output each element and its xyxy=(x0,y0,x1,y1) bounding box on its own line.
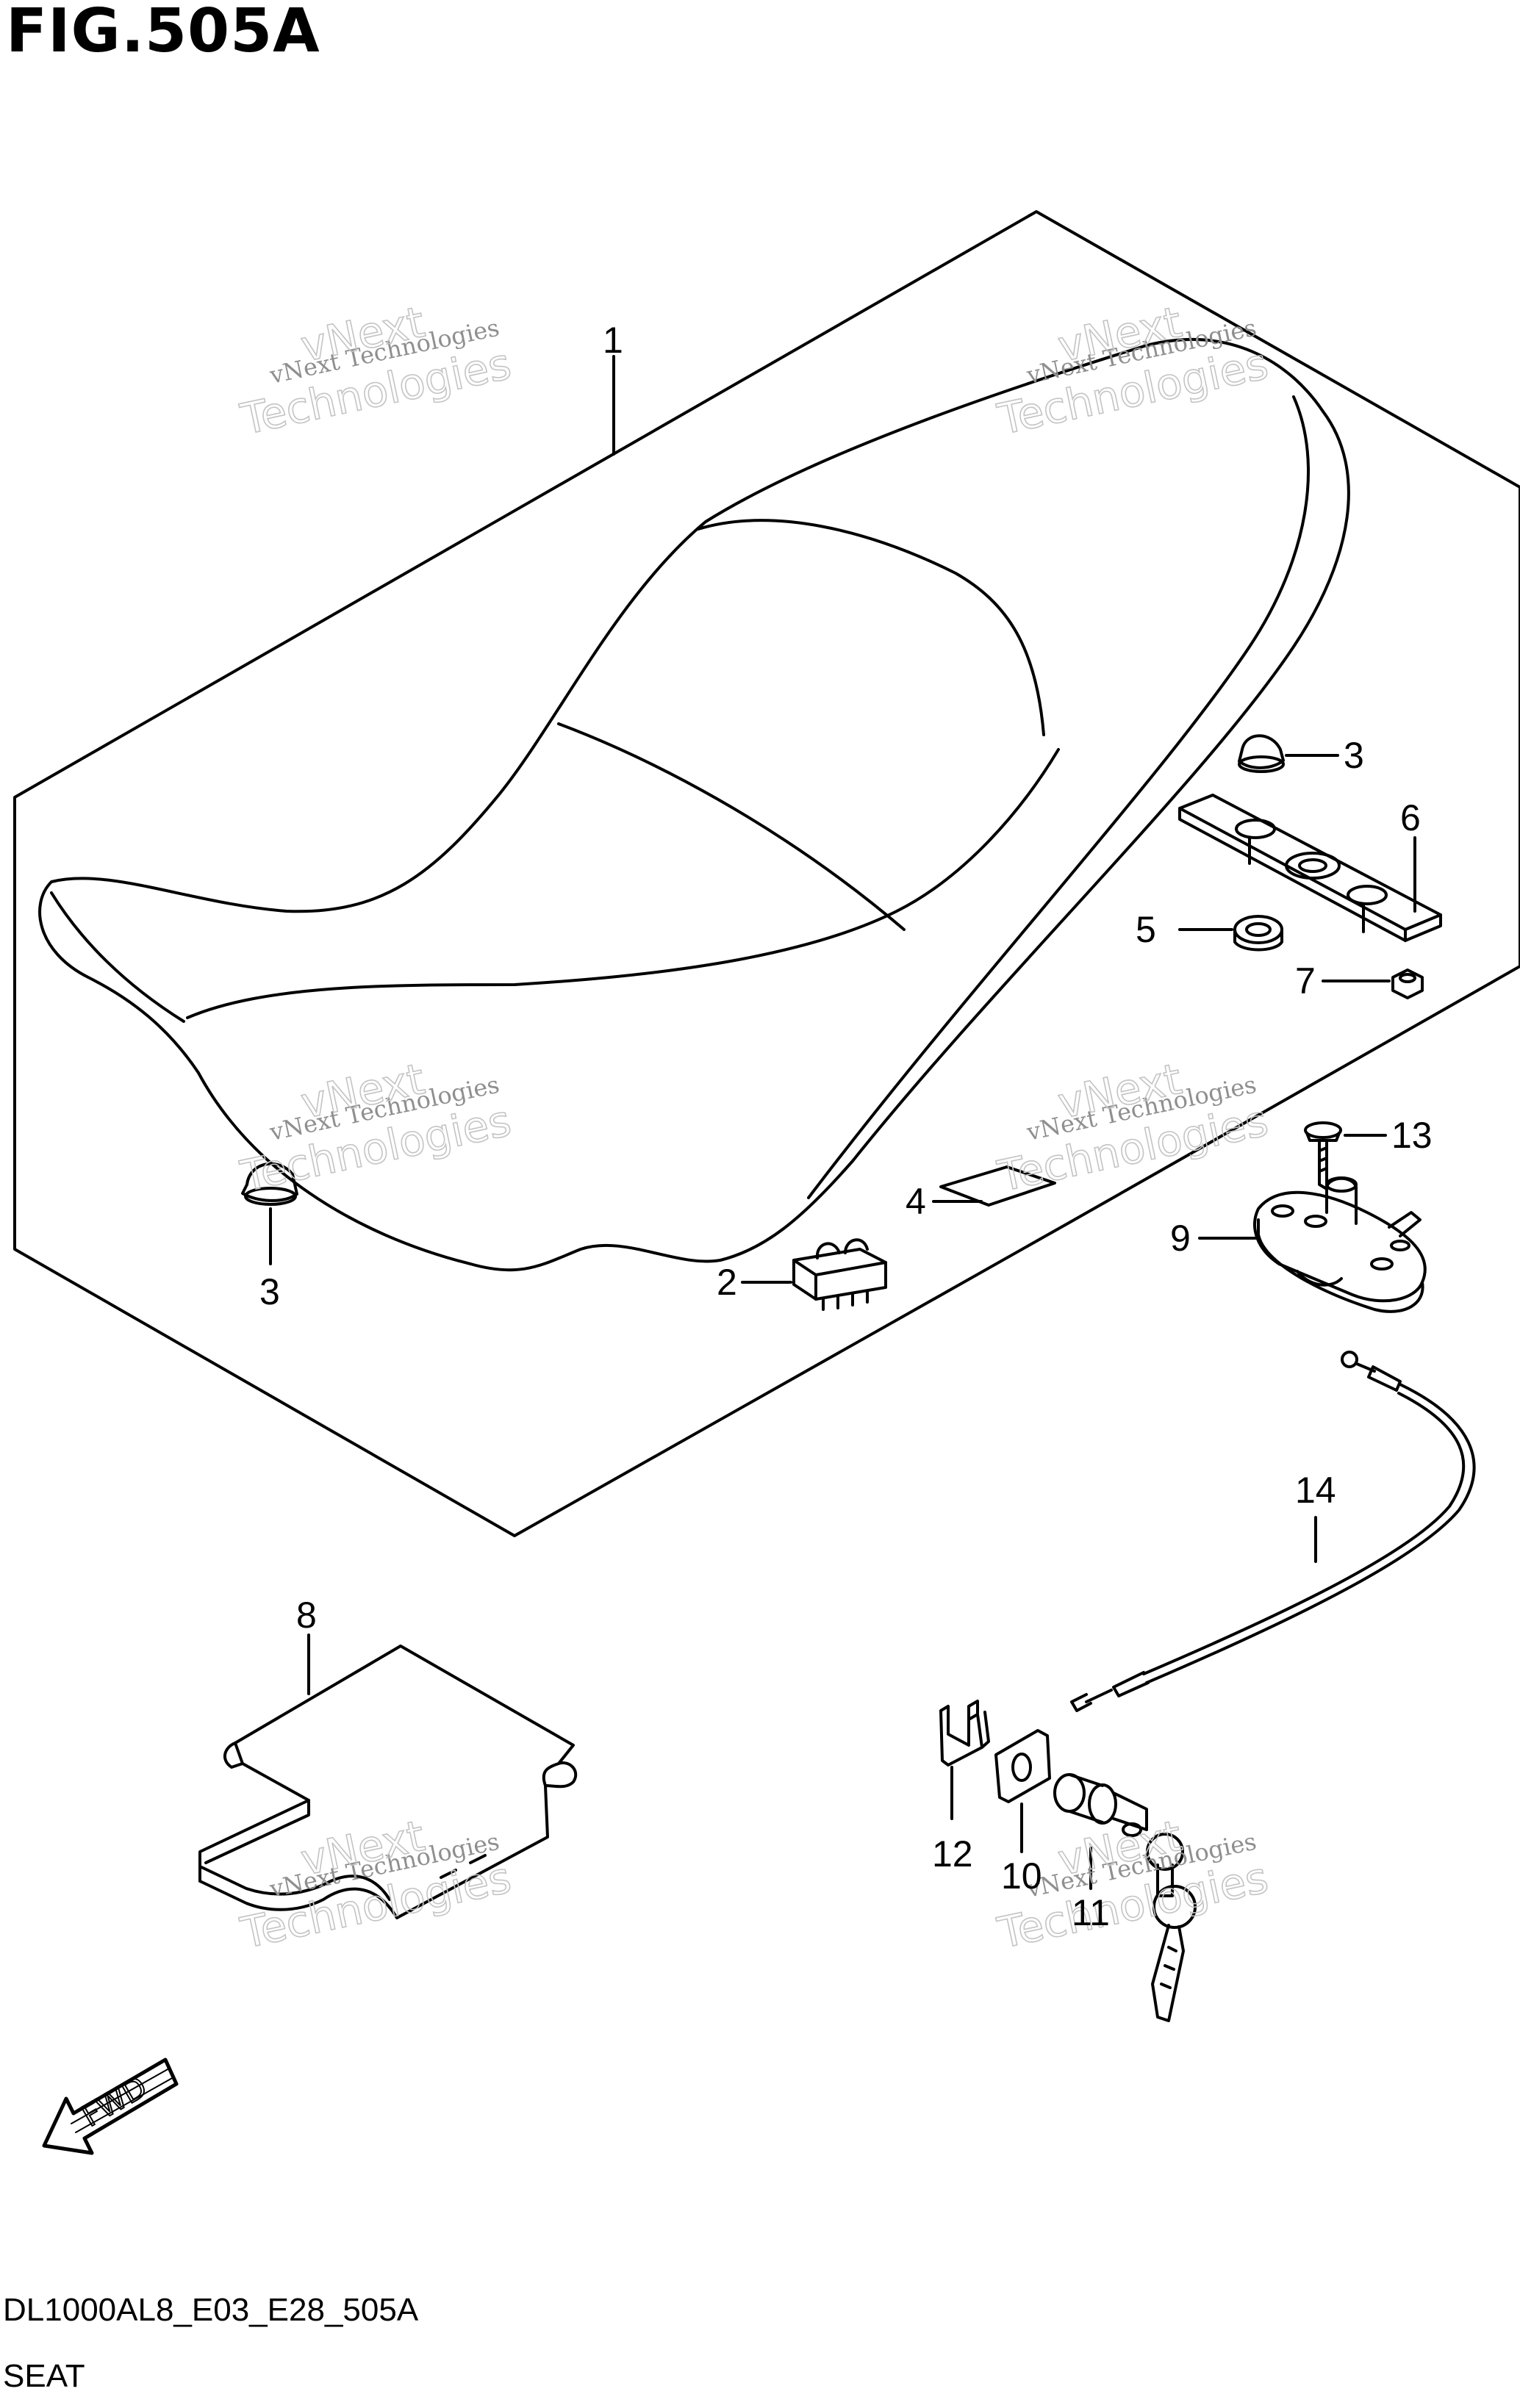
callout-1: 1 xyxy=(603,320,623,361)
callout-10: 10 xyxy=(1001,1855,1042,1897)
bracket-part-6 xyxy=(1178,794,1442,942)
tray-part-8 xyxy=(198,1645,578,1919)
callout-12: 12 xyxy=(932,1833,973,1875)
holder-part-12 xyxy=(939,1700,990,1767)
callout-3-left: 3 xyxy=(259,1271,280,1312)
figure-caption: SEAT xyxy=(3,2358,85,2394)
seat-part-1 xyxy=(38,338,1350,1272)
watermark-group: vNext Technologies Technologies vNext vN… xyxy=(236,296,1273,1959)
callout-6: 6 xyxy=(1400,797,1421,838)
callout-8: 8 xyxy=(296,1595,317,1636)
callout-5: 5 xyxy=(1136,909,1156,950)
seat-rider-edge xyxy=(557,722,906,931)
callout-14: 14 xyxy=(1295,1470,1336,1511)
assembly-boundary xyxy=(13,210,1520,1537)
plate-part-10 xyxy=(994,1729,1051,1803)
cable-part-14 xyxy=(1070,1351,1476,1712)
seat-side-bead xyxy=(807,395,1310,1199)
callout-7: 7 xyxy=(1295,960,1316,1002)
screw-part-13 xyxy=(1304,1121,1342,1190)
fwd-arrow-icon xyxy=(42,2057,179,2155)
clip-part-2 xyxy=(792,1238,887,1311)
label-part-4 xyxy=(939,1165,1056,1207)
callout-13: 13 xyxy=(1391,1115,1433,1156)
seat-lock-part-9 xyxy=(1253,1176,1427,1313)
figure-title: FIG.505A xyxy=(6,0,320,66)
nut-part-7 xyxy=(1391,968,1424,999)
seat-pillion-edge xyxy=(697,519,1045,736)
fwd-label: FWD xyxy=(76,2070,153,2134)
callout-2: 2 xyxy=(717,1262,737,1303)
lock-cylinder-part-11 xyxy=(1053,1773,1197,2022)
callout-labels: 1 2 3 3 4 5 6 7 8 9 10 11 12 13 14 xyxy=(259,320,1433,1933)
grommet-part-5 xyxy=(1233,915,1283,952)
callout-11: 11 xyxy=(1072,1892,1110,1933)
callout-9: 9 xyxy=(1170,1218,1191,1259)
part-code: DL1000AL8_E03_E28_505A xyxy=(3,2292,419,2328)
seat-outer xyxy=(38,338,1350,1272)
callout-3-right: 3 xyxy=(1344,735,1364,776)
cushion-part-3-right xyxy=(1238,734,1285,773)
seat-front-nose xyxy=(50,891,185,1023)
cushion-part-3-left xyxy=(241,1162,298,1206)
callout-4: 4 xyxy=(906,1181,926,1222)
seat-top-panel xyxy=(186,748,1060,1019)
